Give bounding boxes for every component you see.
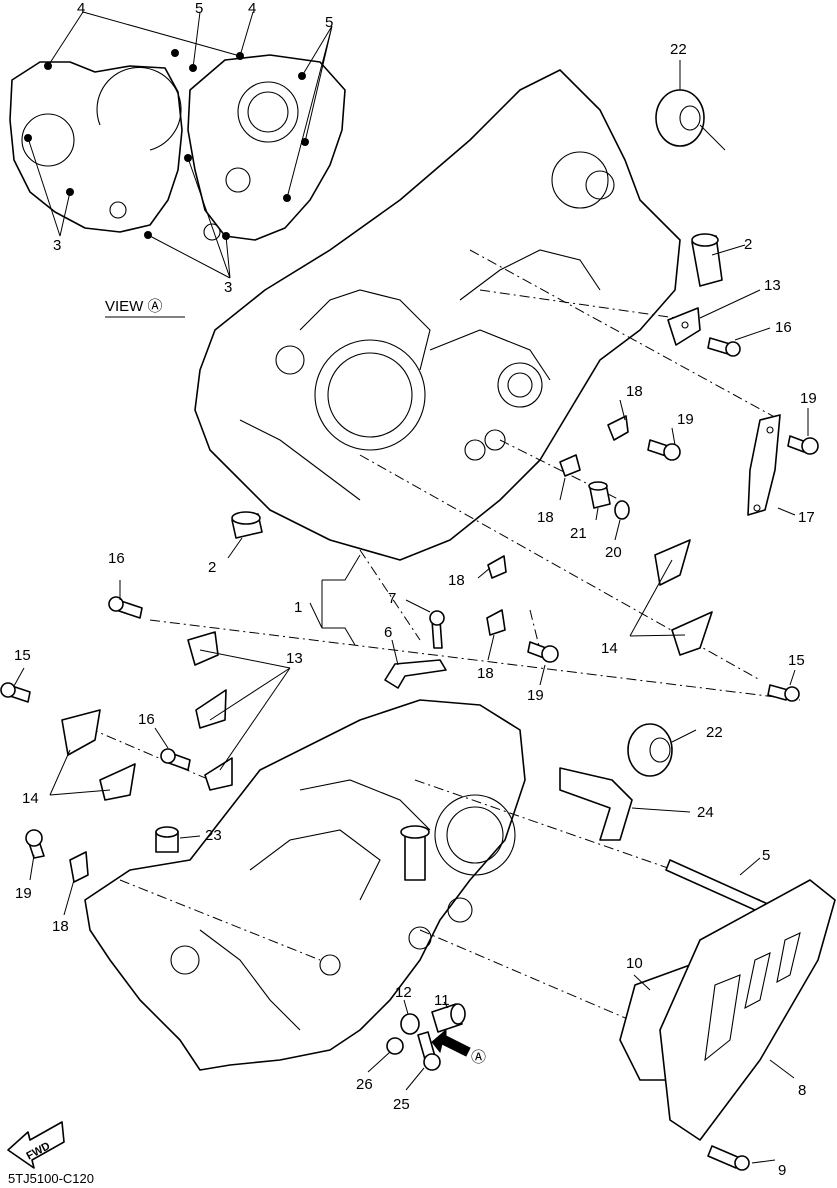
bolt-15-right	[767, 684, 800, 702]
bolt-19-b	[787, 435, 819, 455]
callout-14: 14	[22, 790, 39, 807]
callout-5: 5	[325, 14, 333, 31]
callout-4: 4	[77, 0, 85, 17]
plate-14-left	[61, 709, 136, 801]
crankcase-left-half	[84, 699, 526, 1071]
callout-3: 3	[224, 279, 232, 296]
callout-16: 16	[108, 550, 125, 567]
plug-11	[431, 1003, 466, 1033]
guide-24	[559, 767, 633, 841]
plate-13-left	[187, 631, 233, 791]
forward-direction-arrow: FWD	[7, 1121, 65, 1169]
washer-20	[614, 500, 630, 520]
callout-18: 18	[626, 383, 643, 400]
dowel-pin-upper	[691, 233, 723, 287]
collar-21	[588, 481, 611, 509]
plate-14-right	[654, 539, 713, 656]
stay-6	[384, 659, 447, 689]
bolt-25	[417, 1031, 441, 1071]
callout-5: 5	[762, 847, 770, 864]
callout-12: 12	[395, 984, 412, 1001]
callout-19: 19	[527, 687, 544, 704]
view-a-label: VIEW Ⓐ	[105, 298, 163, 315]
callout-10: 10	[626, 955, 643, 972]
bolt-7	[429, 610, 445, 649]
oil-seal-upper	[655, 60, 726, 151]
callout-1: 1	[294, 599, 302, 616]
callout-9: 9	[778, 1162, 786, 1179]
gasket-12	[400, 1013, 420, 1035]
plate-13-upper	[667, 307, 701, 346]
callout-3: 3	[53, 237, 61, 254]
callout-17: 17	[798, 509, 815, 526]
bolt-19-a	[647, 439, 681, 461]
part-callouts: 4 5 4 5 3 3 22 2 13 16 18 19 19 17 18 21…	[13, 0, 817, 1179]
bolt-19-c	[527, 641, 559, 663]
bolt-16-left-a	[108, 596, 143, 619]
callout-18: 18	[537, 509, 554, 526]
callout-21: 21	[570, 525, 587, 542]
callout-16: 16	[138, 711, 155, 728]
crankcase-right-half	[194, 69, 681, 561]
washer-26	[386, 1037, 404, 1055]
view-a-arrow	[431, 1028, 471, 1057]
bolt-16-upper	[707, 337, 741, 357]
callout-15: 15	[14, 647, 31, 664]
callout-6: 6	[384, 624, 392, 641]
callout-18: 18	[52, 918, 69, 935]
callout-15: 15	[788, 652, 805, 669]
diagram-code: 5TJ5100-C120	[8, 1171, 94, 1186]
callout-26: 26	[356, 1076, 373, 1093]
callout-19: 19	[15, 885, 32, 902]
callout-18: 18	[448, 572, 465, 589]
bolt-19-d	[25, 829, 45, 859]
view-a-arrow-label: Ⓐ	[471, 1049, 486, 1066]
callout-11: 11	[434, 992, 450, 1009]
callout-14: 14	[601, 640, 618, 657]
dowel-pin-lower	[231, 511, 263, 539]
bolt-15-left	[0, 682, 31, 703]
callout-2: 2	[208, 559, 216, 576]
clips-18	[69, 415, 629, 883]
callout-2: 2	[744, 236, 752, 253]
bolt-16-left-b	[160, 748, 191, 771]
callout-20: 20	[605, 544, 622, 561]
callout-25: 25	[393, 1096, 410, 1113]
callout-4: 4	[248, 0, 256, 17]
callout-8: 8	[798, 1082, 806, 1099]
callout-5: 5	[195, 0, 203, 17]
callout-19: 19	[677, 411, 694, 428]
callout-16: 16	[775, 319, 792, 336]
callout-23: 23	[205, 827, 222, 844]
callout-13: 13	[286, 650, 303, 667]
callout-13: 13	[764, 277, 781, 294]
callout-19: 19	[800, 390, 817, 407]
plate-17	[747, 414, 781, 516]
callout-22: 22	[670, 41, 687, 58]
sprocket-cover-8	[659, 879, 836, 1141]
callout-18: 18	[477, 665, 494, 682]
view-a-inset	[9, 11, 346, 279]
plug-23	[155, 826, 179, 853]
oil-seal-lower	[627, 723, 673, 777]
bolt-9	[707, 1145, 750, 1171]
callout-7: 7	[388, 590, 396, 607]
callout-24: 24	[697, 804, 714, 821]
callout-22: 22	[706, 724, 723, 741]
